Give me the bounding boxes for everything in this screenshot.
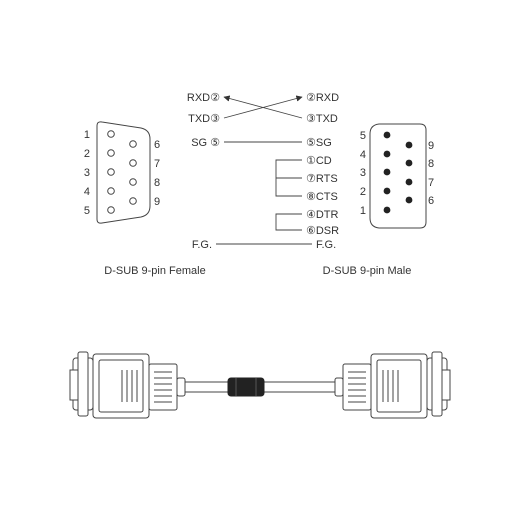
female-pin-6 (129, 140, 137, 148)
male-pin-8 (405, 159, 413, 167)
male-caption: D-SUB 9-pin Male (323, 265, 412, 277)
male-pin-label: 2 (360, 186, 366, 198)
male-pin-label: 8 (428, 158, 434, 170)
male-pin-6 (405, 196, 413, 204)
female-pin-1 (107, 130, 115, 138)
female-pin-label: 4 (84, 186, 90, 198)
label-fg-left: F.G. (192, 239, 212, 251)
left-plug (69, 351, 186, 419)
male-pin-label: 3 (360, 167, 366, 179)
female-pin-3 (107, 168, 115, 176)
label-rts: ⑦RTS (306, 173, 338, 185)
male-pin-3 (383, 168, 391, 176)
female-pin-label: 2 (84, 148, 90, 160)
label-dsr: ⑥DSR (306, 225, 339, 237)
female-pin-label: 8 (154, 177, 160, 189)
label-dtr: ④DTR (306, 209, 339, 221)
male-pin-label: 1 (360, 205, 366, 217)
female-connector: 1 2 3 4 5 6 7 8 9 D-SUB 9-pin Female (84, 121, 206, 277)
female-pin-label: 6 (154, 139, 160, 151)
female-pin-label: 7 (154, 158, 160, 170)
female-pin-9 (129, 197, 137, 205)
right-plug (334, 351, 451, 419)
female-connector-shell (96, 121, 151, 224)
male-pin-label: 9 (428, 140, 434, 152)
male-pin-label: 5 (360, 130, 366, 142)
female-pin-5 (107, 206, 115, 214)
female-pin-2 (107, 149, 115, 157)
label-txd-right: ③TXD (306, 113, 338, 125)
label-fg-right: F.G. (316, 239, 336, 251)
male-pin-7 (405, 178, 413, 186)
label-cts: ⑧CTS (306, 191, 338, 203)
male-pins (383, 131, 413, 214)
label-txd-left: TXD③ (188, 113, 220, 125)
female-pin-label: 3 (84, 167, 90, 179)
label-sg-left: SG ⑤ (191, 137, 220, 149)
male-pin-5 (383, 131, 391, 139)
female-pin-holes (107, 130, 137, 214)
female-caption: D-SUB 9-pin Female (104, 265, 205, 277)
male-pin-1 (383, 206, 391, 214)
female-pin-4 (107, 187, 115, 195)
crossover-line-txd (223, 95, 303, 119)
male-pin-label: 7 (428, 177, 434, 189)
male-connector-shell (369, 123, 427, 229)
label-sg-right: ⑤SG (306, 137, 332, 149)
label-rxd-left: RXD② (187, 92, 220, 104)
male-pin-4 (383, 150, 391, 158)
label-cd: ①CD (306, 155, 332, 167)
label-rxd-right: ②RXD (306, 92, 339, 104)
male-connector: 5 4 3 2 1 9 8 7 6 D-SUB 9-pin Male (323, 123, 434, 277)
male-pin-label: 6 (428, 195, 434, 207)
female-pin-label: 5 (84, 205, 90, 217)
female-pin-7 (129, 159, 137, 167)
wiring (216, 95, 312, 245)
male-pin-label: 4 (360, 149, 366, 161)
male-pin-9 (405, 141, 413, 149)
cable-illustration (69, 351, 451, 419)
female-pin-8 (129, 178, 137, 186)
male-pin-2 (383, 187, 391, 195)
female-pin-label: 1 (84, 129, 90, 141)
loopback-bracket-dtr-dsr (275, 213, 302, 231)
ferrite-core (227, 377, 265, 397)
female-pin-label: 9 (154, 196, 160, 208)
